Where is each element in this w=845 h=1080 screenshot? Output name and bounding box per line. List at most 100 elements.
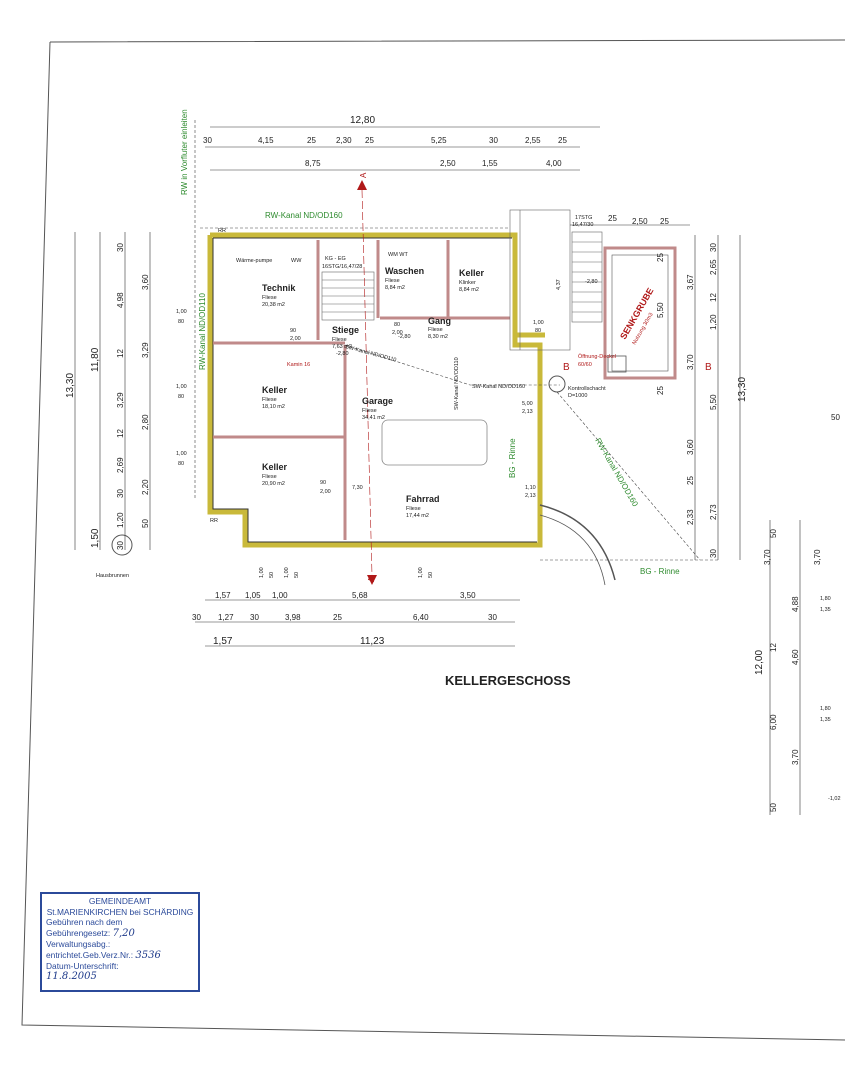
dim-left-c1-8: 30	[116, 541, 125, 550]
label-sw-kanal-1: SW-Kanal ND/OD110	[344, 344, 396, 363]
dim-lines-right	[694, 235, 801, 815]
oeffnung-deckel	[607, 355, 627, 373]
room-stiege-area: 7,63 m2	[332, 344, 352, 350]
dim-left-c1-6: 30	[116, 489, 125, 498]
dim-farright-win2b: 1,35	[820, 717, 831, 723]
room-keller2-area: 20,90 m2	[262, 481, 285, 487]
dim-right-c1-3: 3,70	[686, 354, 695, 370]
dim-right-c1-4: 5,50	[709, 394, 718, 410]
dim-farright-c2-0: 3,70	[763, 549, 772, 565]
dim-right-c1-7: 2,33	[686, 509, 695, 525]
driveway-curve	[539, 504, 616, 581]
dim-top-r1-1: 4,15	[258, 136, 274, 145]
stamp-line1: Gebühren nach dem	[46, 917, 123, 927]
section-a-bottom: A	[367, 576, 376, 582]
dim-left-c1-2: 12	[116, 349, 125, 358]
level-2: -2,80	[585, 279, 598, 285]
dim-bottom-r2-2: 30	[250, 613, 259, 622]
dim-farright-c1-1: 4,88	[791, 596, 800, 612]
room-garage-floor: Fliese	[362, 408, 377, 414]
stairs-right	[509, 209, 603, 351]
opening-o9: 1,10	[525, 485, 536, 491]
dim-top-right-0: 25	[608, 214, 617, 223]
label-sw-kanal-2: SW-Kanal ND/OD160	[472, 384, 525, 390]
stamp-line2-row: Gebührengesetz: 7,20	[46, 928, 194, 940]
dim-farright-c1-4: 6,00	[769, 714, 778, 730]
stamp-line3: Verwaltungsabg.:	[46, 939, 111, 949]
opening-o4: 90	[290, 328, 296, 334]
outer-walls-dark	[212, 237, 537, 543]
opening-o5b: 2,00	[392, 330, 403, 336]
label-kontrollschacht-d: D=1000	[568, 393, 587, 399]
dim-left-c2-2: 2,80	[141, 414, 150, 430]
car-outline	[381, 419, 488, 466]
label-rw-kanal-top: RW-Kanal ND/OD160	[265, 211, 343, 220]
dim-farright-c1-0: 50	[769, 529, 778, 538]
room-keller2-name: Keller	[262, 462, 288, 472]
dim-top-overall: 12,80	[350, 115, 375, 126]
dim-left-c2-3: 2,20	[141, 479, 150, 495]
dim-left-c1-0: 30	[116, 243, 125, 252]
senkgrube-tank	[603, 246, 677, 380]
dim-right-c2-0: 25	[656, 253, 665, 262]
dim-bottom-r2-6: 30	[488, 613, 497, 622]
senkgrube-inner	[611, 254, 669, 372]
dim-top-r1-0: 30	[203, 136, 212, 145]
room-garage-name: Garage	[362, 396, 393, 406]
opening-o15b: 80	[535, 328, 541, 334]
label-oeffnung-size: 60/60	[578, 362, 592, 368]
stamp-place: St.MARIENKIRCHEN bei SCHÄRDING	[46, 906, 194, 917]
dim-lines-left	[74, 232, 151, 550]
label-stg-right: 17STG	[575, 215, 592, 221]
dim-lines-bottom	[195, 599, 520, 647]
dim-bottom-r1-1: 1,05	[245, 591, 261, 600]
driveway-curve-outer	[539, 514, 606, 586]
section-a-top: A	[359, 172, 368, 178]
inner-walls	[213, 240, 510, 540]
dim-farright-c1-6: 50	[769, 803, 778, 812]
label-bg-rinne-1: BG - Rinne	[508, 438, 517, 478]
dim-right-c1-6: 25	[686, 476, 695, 485]
dim-farright-c1-3: 4,60	[791, 649, 800, 665]
dim-bottom-r3-0: 1,57	[213, 636, 233, 647]
dim-left-c1-3: 3,29	[116, 392, 125, 408]
stamp-line2: Gebührengesetz:	[46, 927, 111, 938]
label-rr1: RR	[218, 228, 226, 234]
section-arrow-a-top	[357, 180, 367, 190]
sheet-border	[21, 39, 845, 1041]
dim-right-c2-1: 5,50	[656, 302, 665, 318]
dim-bottom-r1-3: 5,68	[352, 591, 368, 600]
room-technik-floor: Fliese	[262, 295, 277, 301]
label-kamin: Kamin 16	[287, 362, 310, 368]
dim-bottom-r2-1: 1,27	[218, 613, 234, 622]
dim-bottom-r2-5: 6,40	[413, 613, 429, 622]
room-waschen-name: Waschen	[385, 266, 424, 276]
room-technik-area: 20,38 m2	[262, 302, 285, 308]
dim-right-c1-2: 12	[709, 293, 718, 302]
hausbrunnen-circle	[111, 534, 133, 556]
room-keller-klein-name: Keller	[459, 268, 485, 278]
room-gang-floor: Fliese	[428, 327, 443, 333]
section-line-a	[361, 189, 373, 576]
room-keller-klein-area: 8,84 m2	[459, 287, 479, 293]
dim-farright-win2: 1,80	[820, 706, 831, 712]
opening-o6: 90	[320, 480, 326, 486]
opening-o8b: 2,13	[522, 409, 533, 415]
dim-top-r2-3: 4,00	[546, 159, 562, 168]
dim-bottom-r2-3: 3,98	[285, 613, 301, 622]
opening-o13b: 50	[428, 572, 434, 578]
label-sw-kanal-3: SW-Kanal ND/OD110	[454, 357, 460, 410]
label-ww: WW	[291, 258, 302, 264]
opening-o13: 1,00	[418, 567, 424, 578]
dim-bottom-r1-4: 3,50	[460, 591, 476, 600]
label-rr2: RR	[210, 518, 218, 524]
dim-left-c1-7: 1,20	[116, 512, 125, 528]
room-fahrrad-name: Fahrrad	[406, 494, 440, 504]
label-kg-eg-steps: 16STG/16,47/28	[322, 264, 362, 270]
opening-o2: 1,00	[176, 384, 187, 390]
stamp-line4: entrichtet.Geb.Verz.Nr.:	[46, 949, 134, 960]
drain-lines	[194, 120, 720, 561]
dim-top-r1-4: 25	[365, 136, 374, 145]
dim-bottom-r3-1: 11,23	[360, 636, 385, 647]
label-waermepumpe: Wärme-pumpe	[236, 258, 272, 264]
